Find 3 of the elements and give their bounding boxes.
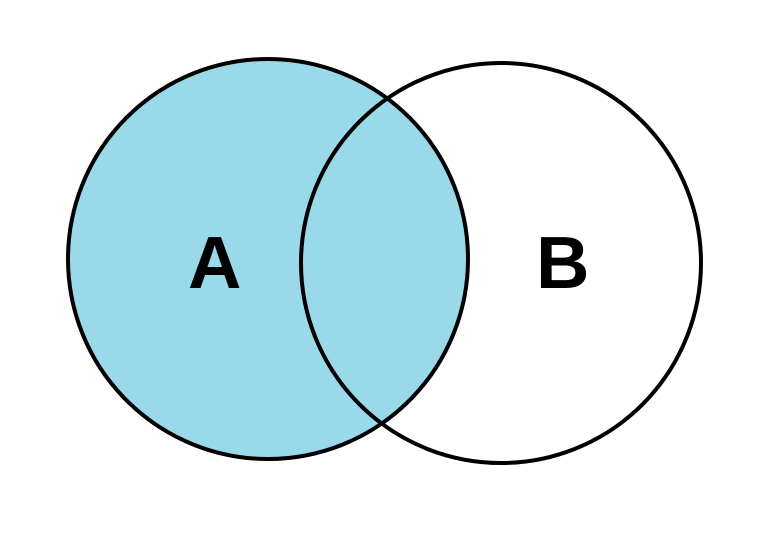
set-circle: [299, 61, 703, 465]
set-label: A: [188, 226, 242, 300]
set-label: B: [536, 226, 590, 300]
